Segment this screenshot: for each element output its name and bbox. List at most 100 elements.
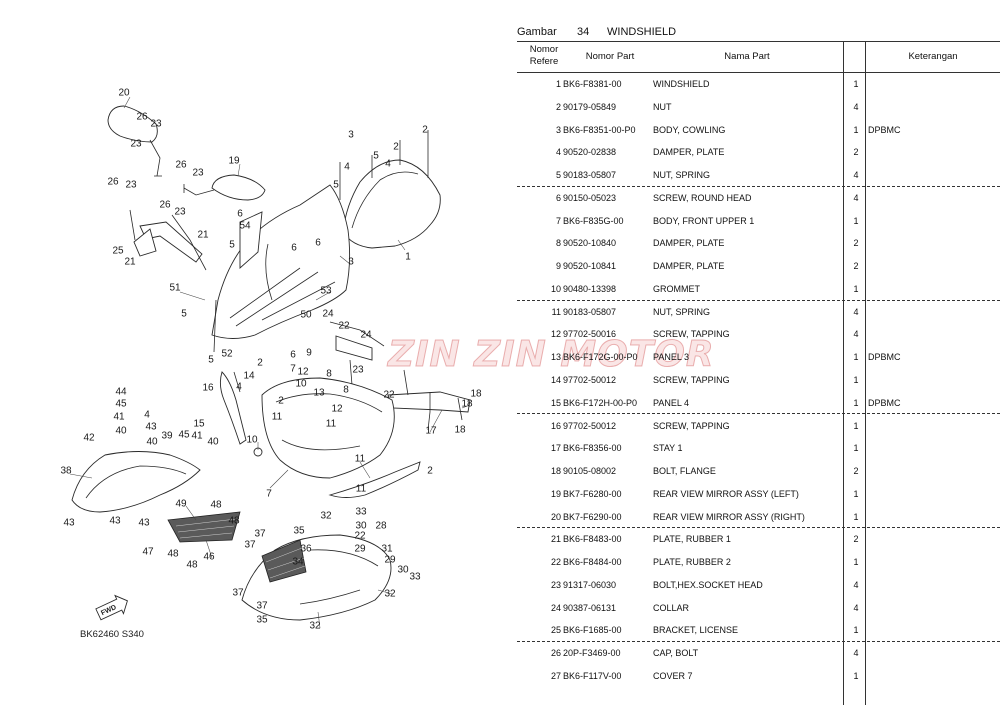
cell-qty: 1 xyxy=(853,397,859,408)
callout-number: 17 xyxy=(425,426,437,437)
cell-note: DPBMC xyxy=(868,397,901,408)
cell-qty: 1 xyxy=(853,488,859,499)
callout-number: 26 xyxy=(136,112,148,123)
callout-number: 23 xyxy=(125,180,137,191)
callout-number: 43 xyxy=(109,516,121,527)
cell-ref: 21 xyxy=(550,534,561,545)
callout-number: 12 xyxy=(331,404,343,415)
callout-number: 14 xyxy=(243,371,255,382)
cell-qty: 1 xyxy=(853,671,859,682)
cell-ref: 16 xyxy=(550,420,561,431)
panel-3-contour xyxy=(85,465,187,499)
leader-lines xyxy=(69,96,471,629)
cell-part-no: BK6-F8356-00 xyxy=(563,443,622,454)
side-strip xyxy=(213,299,241,393)
cell-name: PANEL 4 xyxy=(653,397,690,408)
callout-number: 37 xyxy=(256,601,268,612)
callout-number: 10 xyxy=(246,435,258,446)
cell-ref: 15 xyxy=(550,397,561,408)
panel-3 xyxy=(71,451,201,513)
mirror-left xyxy=(211,174,266,201)
cell-name: BOLT, FLANGE xyxy=(653,466,716,477)
cell-qty: 1 xyxy=(853,283,859,294)
callout-number: 37 xyxy=(244,540,256,551)
cell-part-no: 90520-10840 xyxy=(563,238,617,249)
cell-part-no: 90105-08002 xyxy=(563,466,617,477)
cell-ref: 14 xyxy=(550,375,561,385)
cell-ref: 19 xyxy=(550,488,561,499)
cell-qty: 1 xyxy=(853,443,859,454)
cell-ref: 1 xyxy=(555,79,561,89)
callout-number: 51 xyxy=(169,283,181,294)
callout-number: 2 xyxy=(427,466,433,477)
cell-name: BRACKET, LICENSE xyxy=(653,625,739,636)
callout-number: 26 xyxy=(175,160,187,171)
cell-qty: 4 xyxy=(853,170,859,181)
cell-ref: 3 xyxy=(555,124,561,135)
callout-number: 28 xyxy=(375,521,387,532)
cell-part-no: 90520-10841 xyxy=(563,261,617,272)
callout-number: 47 xyxy=(142,547,154,558)
front-upper-contour xyxy=(275,393,383,451)
windshield xyxy=(342,159,441,249)
cowling-stripe xyxy=(229,243,336,327)
cell-qty: 2 xyxy=(853,238,859,249)
callout-number: 7 xyxy=(266,489,272,500)
table-top-border xyxy=(517,41,1000,42)
cell-qty: 4 xyxy=(853,306,859,317)
cell-part-no: BK6-F8483-00 xyxy=(563,534,622,545)
cell-ref: 26 xyxy=(550,648,561,659)
callout-number: 54 xyxy=(239,221,251,232)
cell-name: PLATE, RUBBER 1 xyxy=(653,534,731,545)
group-divider xyxy=(517,527,1000,528)
cowling-inner xyxy=(239,211,263,270)
cell-ref: 20 xyxy=(550,511,561,522)
callout-number: 53 xyxy=(320,286,332,297)
cell-qty: 1 xyxy=(853,79,859,89)
callout-number: 34 xyxy=(292,557,304,568)
col-header-note: Keterangan xyxy=(908,51,958,62)
cell-qty: 2 xyxy=(853,534,859,545)
col-header-name: Nama Part xyxy=(724,51,770,62)
callout-number: 5 xyxy=(373,151,379,162)
callout-number: 16 xyxy=(202,383,214,394)
callout-number: 35 xyxy=(256,615,268,626)
callout-number: 40 xyxy=(146,437,158,448)
cell-name: DAMPER, PLATE xyxy=(653,147,725,158)
body-front-upper xyxy=(261,377,395,479)
callout-number: 26 xyxy=(159,200,171,211)
cell-part-no: 90480-13398 xyxy=(563,283,617,294)
qty-column-left-border xyxy=(843,41,844,705)
cell-ref: 25 xyxy=(550,625,561,636)
callout-number: 36 xyxy=(300,544,312,555)
callout-number: 32 xyxy=(320,511,332,522)
callout-number: 12 xyxy=(297,367,309,378)
group-divider xyxy=(517,641,1000,642)
callout-number: 8 xyxy=(343,385,349,396)
callout-number: 40 xyxy=(207,437,219,448)
cell-ref: 12 xyxy=(550,329,561,340)
mirror-right xyxy=(107,105,158,143)
cell-part-no: 90520-02838 xyxy=(563,147,617,158)
col-header-ref-line1: Nomor xyxy=(529,44,559,55)
callout-number: 50 xyxy=(300,310,312,321)
callout-number: 43 xyxy=(138,518,150,529)
cell-qty: 1 xyxy=(853,375,859,385)
cell-ref: 24 xyxy=(550,602,561,613)
cell-name: STAY 1 xyxy=(653,443,683,454)
callout-number: 20 xyxy=(118,88,130,99)
callout-number: 22 xyxy=(338,321,350,332)
callout-number: 48 xyxy=(167,549,179,560)
